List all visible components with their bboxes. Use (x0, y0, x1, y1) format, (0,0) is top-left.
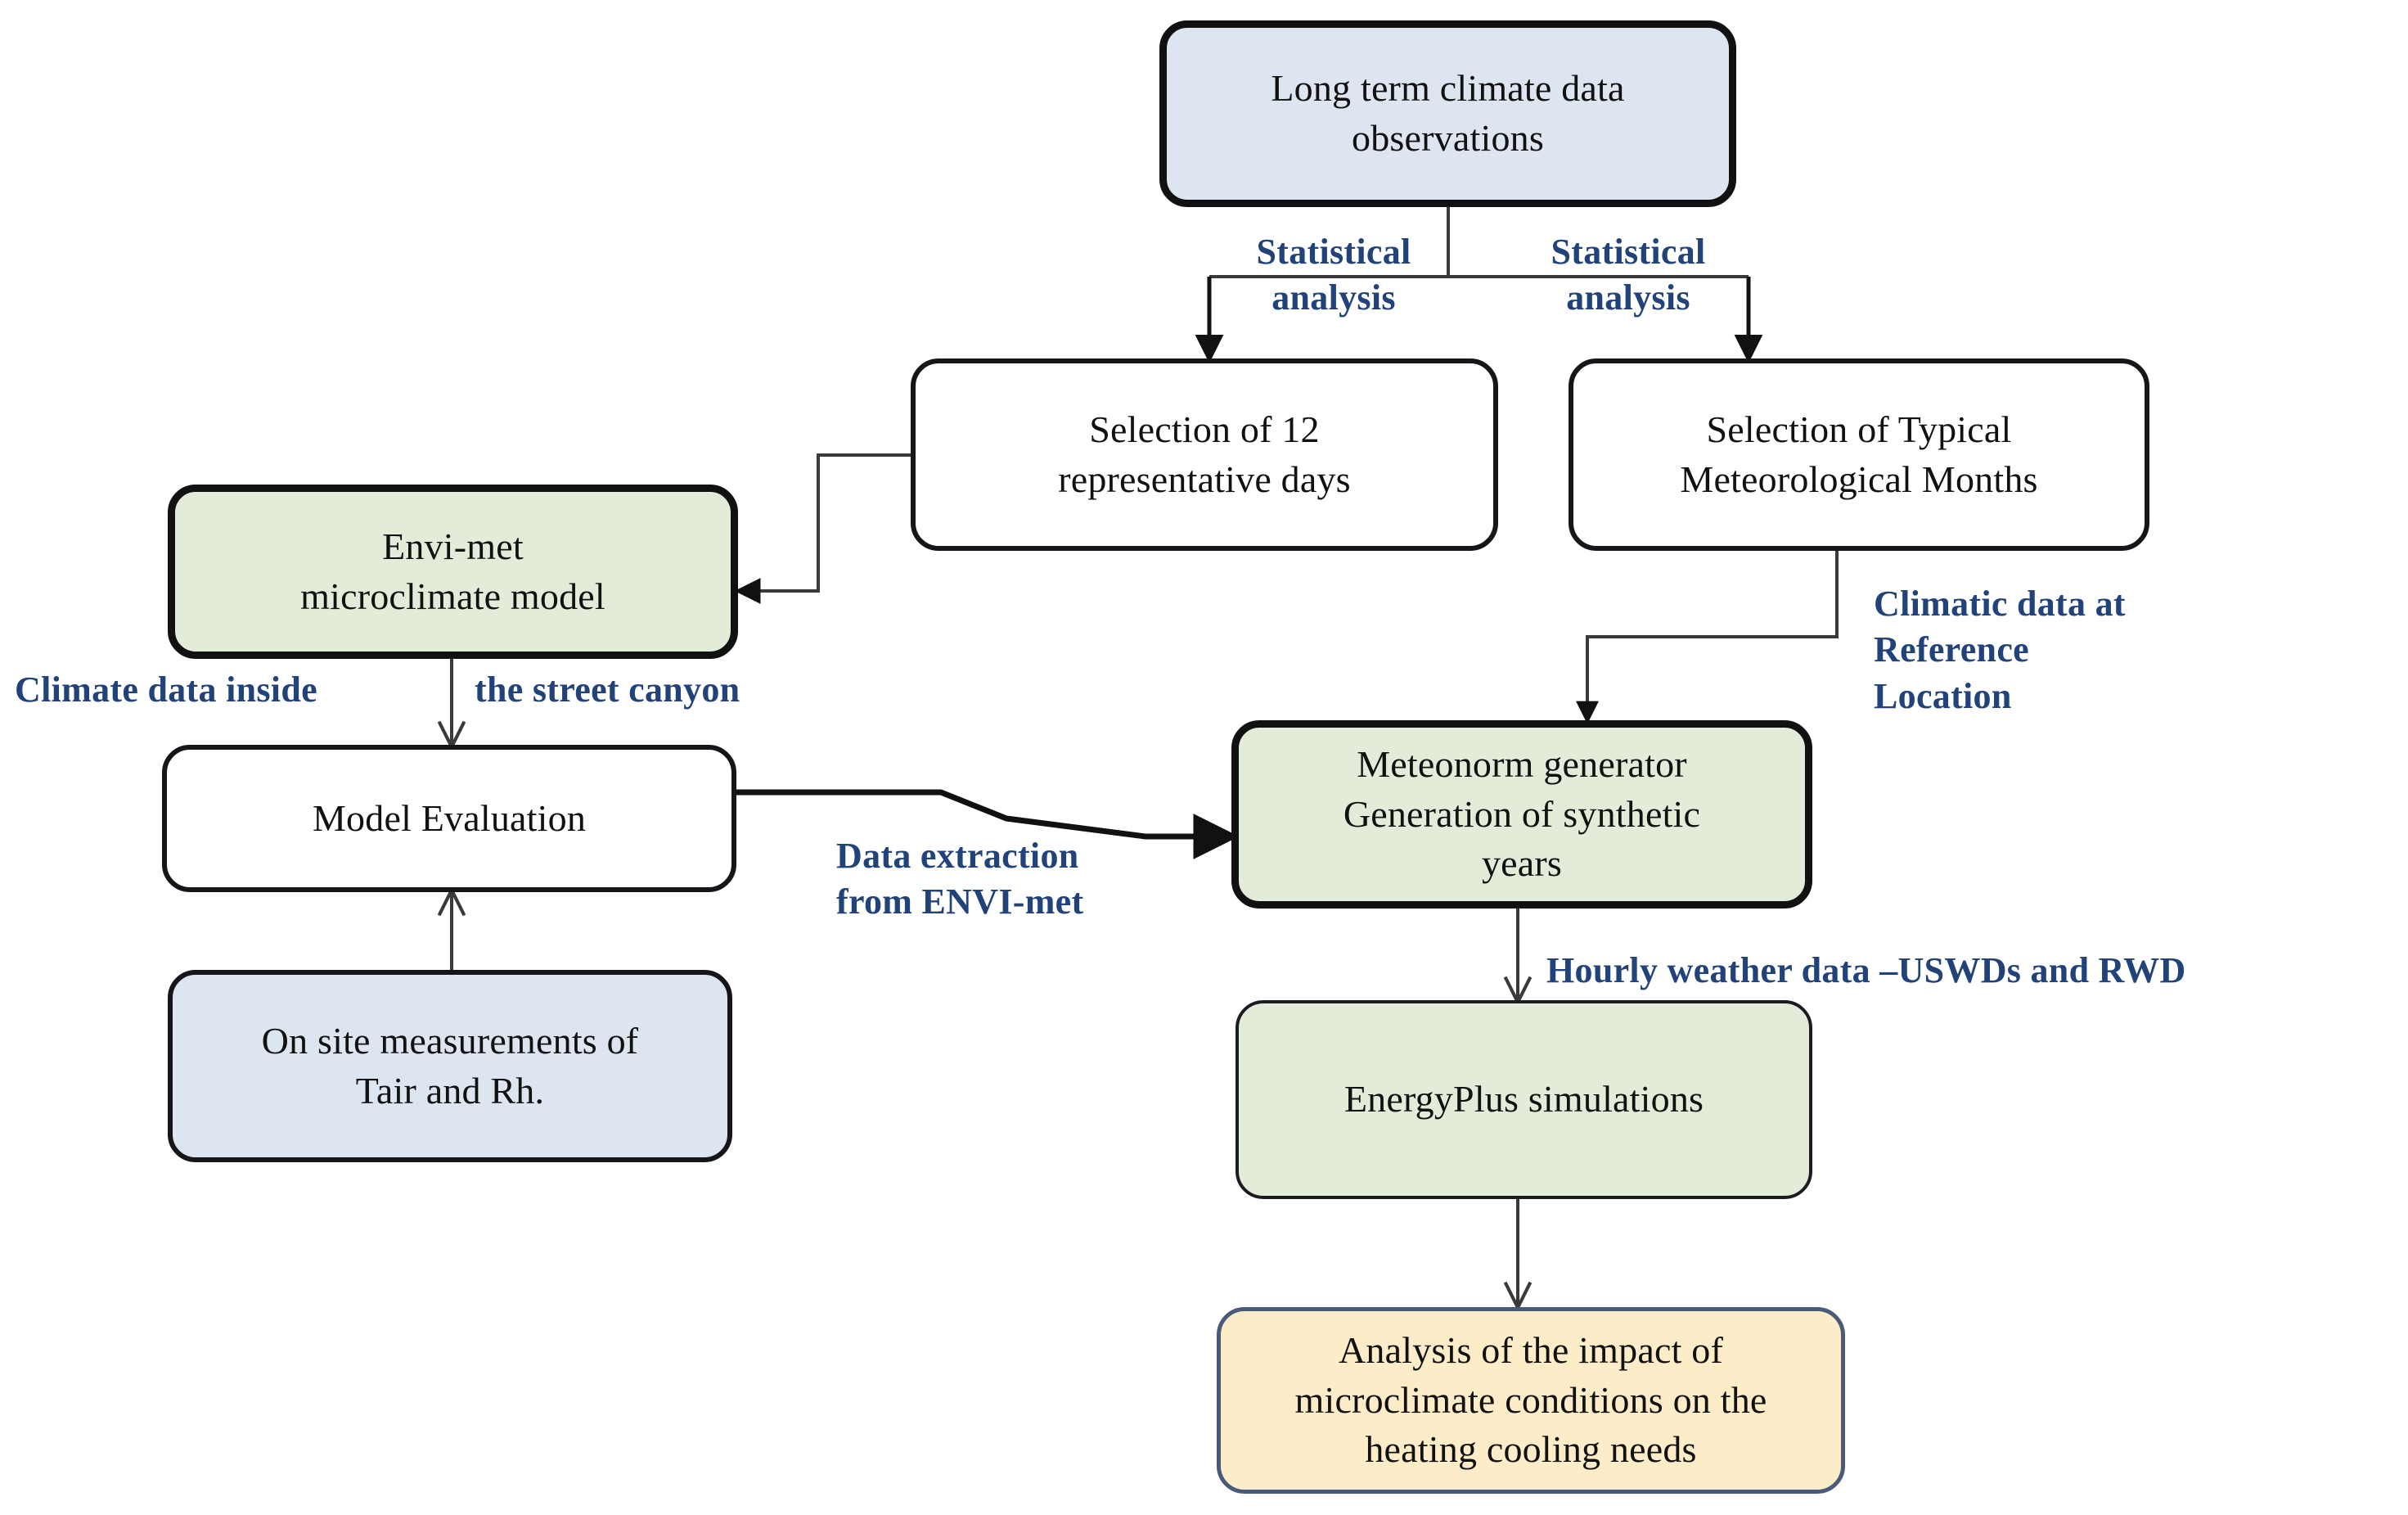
edge-label-hourly-weather-data: Hourly weather data –USWDs and RWD (1546, 950, 2186, 990)
edge-selection12-to-envimet (734, 453, 911, 604)
node-energyplus-simulations-label: EnergyPlus simulations (1250, 1075, 1798, 1125)
node-model-evaluation[interactable]: Model Evaluation (162, 745, 736, 892)
text-line: Generation of synthetic (1343, 792, 1701, 835)
node-selection-typical-months-label: Selection of Typical Meteorological Mont… (1585, 405, 2133, 504)
node-envi-met-model[interactable]: Envi-met microclimate model (168, 485, 738, 659)
text-line: observations (1352, 117, 1544, 159)
edge-label-statistical-analysis-left: Statistical analysis (1256, 232, 1411, 318)
text-line: Selection of Typical (1706, 408, 2012, 450)
node-analysis-impact-label: Analysis of the impact of microclimate c… (1232, 1326, 1830, 1475)
text-line: Long term climate data (1271, 67, 1625, 110)
node-on-site-measurements-label: On site measurements of Tair and Rh. (184, 1017, 716, 1116)
text-line: Analysis of the impact of (1338, 1328, 1723, 1371)
text-line: heating cooling needs (1365, 1428, 1697, 1471)
node-model-evaluation-label: Model Evaluation (178, 794, 720, 844)
text-line: Tair and Rh. (355, 1069, 545, 1111)
text-line: EnergyPlus simulations (1344, 1078, 1704, 1120)
node-on-site-measurements[interactable]: On site measurements of Tair and Rh. (168, 970, 732, 1162)
text-line: Meteonorm generator (1357, 742, 1687, 785)
node-selection-12-days-label: Selection of 12 representative days (927, 405, 1482, 504)
text-line: Envi-met (382, 525, 524, 567)
edge-label-the-street-canyon: the street canyon (475, 670, 740, 710)
text-line: On site measurements of (261, 1019, 639, 1062)
node-selection-12-days[interactable]: Selection of 12 representative days (911, 358, 1498, 551)
edge-label-statistical-analysis-right: Statistical analysis (1551, 232, 1706, 318)
node-envi-met-model-label: Envi-met microclimate model (187, 522, 719, 621)
node-long-term-climate-data-label: Long term climate data observations (1178, 64, 1717, 163)
text-line: years (1481, 842, 1563, 885)
edge-modeleval-to-meteonorm (736, 789, 1240, 859)
text-line: representative days (1058, 458, 1351, 500)
edge-label-climate-data-inside: Climate data inside (15, 670, 317, 710)
node-meteonorm-generator[interactable]: Meteonorm generator Generation of synthe… (1231, 720, 1812, 909)
node-selection-typical-months[interactable]: Selection of Typical Meteorological Mont… (1569, 358, 2149, 551)
text-line: Selection of 12 (1089, 408, 1320, 450)
node-energyplus-simulations[interactable]: EnergyPlus simulations (1236, 1000, 1812, 1199)
edge-label-data-extraction-envimet: Data extraction from ENVI-met (836, 836, 1084, 922)
edge-label-climatic-data-reference: Climatic data at Reference Location (1874, 584, 2126, 716)
node-long-term-climate-data[interactable]: Long term climate data observations (1159, 20, 1736, 207)
node-analysis-impact[interactable]: Analysis of the impact of microclimate c… (1217, 1307, 1845, 1494)
text-line: Model Evaluation (312, 796, 587, 839)
text-line: Meteorological Months (1680, 458, 2038, 500)
edge-typicalmonths-to-meteonorm (1576, 550, 1839, 724)
text-line: microclimate model (300, 575, 605, 617)
node-meteonorm-generator-label: Meteonorm generator Generation of synthe… (1250, 740, 1794, 889)
text-line: microclimate conditions on the (1294, 1378, 1767, 1421)
